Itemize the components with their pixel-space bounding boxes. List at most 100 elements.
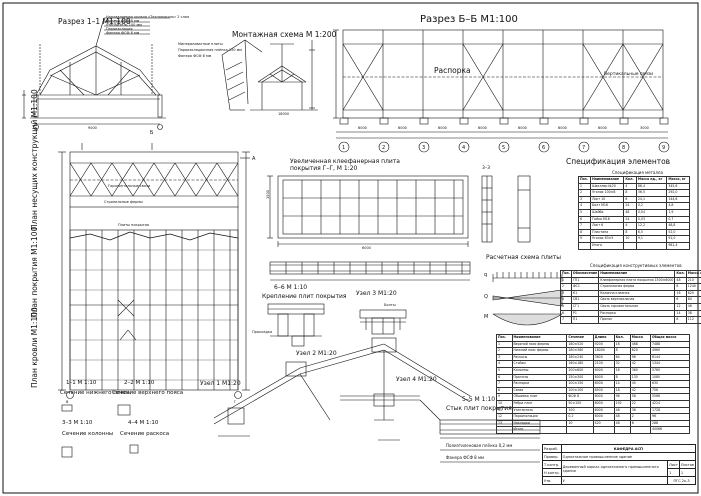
spec-materials-cell (566, 426, 594, 434)
label-horizontal-ties: Горизонтальные связи (108, 184, 151, 188)
axis-3: 3 (422, 145, 426, 151)
label-plywood: Фанера ФСФ 8 мм (178, 54, 212, 58)
dim-section-width: 9000 (88, 126, 97, 130)
spec-materials-row: Итого 40066 (496, 426, 691, 434)
title-block: Разраб. КАФЕДРА АСП Провер. Одноэтажное … (542, 444, 697, 485)
spec-materials-cell: 8 (613, 373, 631, 382)
axis-b-label: Б (150, 130, 154, 136)
spec-materials-cell: 64 (613, 353, 631, 362)
stamp-role-3: Т.контр. (542, 460, 562, 469)
spec-materials-cell: Утеплитель (511, 406, 568, 415)
plate-joint-drawing (439, 419, 541, 463)
spec-materials-cell: 200×600 (566, 366, 594, 375)
spec-metal-cell: 3 (577, 195, 592, 204)
spec-materials-cell (496, 426, 513, 434)
spec-materials-cell: Итого (511, 426, 568, 434)
spec-metal-cell: Лист 10 (590, 195, 625, 204)
axis-6: 6 (542, 145, 546, 151)
spec-metal-cell: 0,7 (666, 215, 690, 224)
spec-metal-cell: 4,8 (666, 202, 690, 210)
spec-materials-cell (629, 426, 651, 434)
spec-materials-cell: Стойки (511, 360, 568, 368)
spec-materials-cell: 50×150 (566, 399, 594, 408)
spec-structural-header-cell: Обозначение (570, 270, 600, 278)
plan-roof-covering-drawing (66, 229, 242, 399)
spec-materials-cell: Пароизоляция (511, 413, 568, 421)
spec-materials-cell: 6000 (592, 406, 615, 415)
axis-a-label: A (252, 156, 256, 162)
stamp-role-1: Разраб. (542, 444, 562, 453)
spec-materials-cell: 180×360 (566, 347, 594, 355)
spec-materials-cell: 4224 (649, 399, 691, 408)
spec-structural-cell: Прогон (598, 316, 676, 324)
spec-materials-cell: 6000 (592, 413, 615, 421)
spec-metal-cell: 292,0 (666, 189, 690, 197)
spec-metal-header-cell: Масса ед., кг (635, 176, 668, 184)
spec-materials-cell: 96 (613, 393, 631, 401)
spec-materials-cell: 40066 (649, 426, 691, 434)
spec-materials-cell: 96 (649, 413, 691, 421)
spec-materials-cell: Обшивка плит (511, 393, 568, 401)
spec-materials-cell: 4 (496, 360, 513, 368)
title-sec-1-1-lower: 1–1 М 1:10 (66, 380, 97, 386)
spec-materials-cell: 3600 (592, 353, 615, 362)
stamp-sheets-total: 1 (678, 468, 697, 477)
spec-structural-header-cell: Кол. (674, 270, 687, 278)
spec-materials-cell: 8 (496, 386, 513, 395)
spec-structural-cell: 48 (674, 276, 687, 285)
spec-materials-cell: 8500 (592, 386, 615, 395)
spec-metal-cell: 5 (577, 208, 592, 217)
spec-metal-cell: 0,04 (635, 208, 668, 217)
spec-materials-cell: 14 (613, 380, 631, 388)
label-bracing: Распорка (434, 66, 471, 75)
title-sec-brace: Сечение раскоса (120, 431, 170, 437)
stamp-department: КАФЕДРА АСП (560, 444, 697, 453)
spec-materials-cell: 16 (613, 366, 631, 375)
spec-metal-cell: 6 (577, 215, 592, 224)
label-film-1: Пароизоляционная плёнка 150 мм (178, 48, 242, 52)
stamp-role-2: Провер. (542, 452, 562, 461)
spec-materials-header-cell: Кол. (613, 334, 631, 342)
roof-layer-5: Фанера ФСФ 8 мм (106, 31, 140, 35)
spec-metal-cell: 0,03 (635, 215, 668, 224)
spec-structural-cell: 84 (685, 296, 701, 304)
spec-materials-cell: 42 (629, 386, 651, 395)
spec-metal-cell: 10 (623, 235, 637, 243)
spec-materials-cell: 36 (629, 406, 651, 415)
spec-materials-cell: 11 (496, 406, 513, 415)
dim-bay-1: 6000 (358, 126, 367, 130)
spec-metal-cell: 9 (577, 235, 592, 243)
spec-materials-cell: 96 (629, 353, 651, 362)
spec-materials-cell (613, 426, 631, 434)
spec-materials-cell: 2 (629, 413, 651, 421)
spec-structural-cell: 210 (685, 276, 701, 285)
spec-metal-header-cell: Кол. (623, 176, 637, 184)
spec-materials-cell: 13 (496, 419, 513, 428)
stamp-stage: У (560, 476, 669, 485)
label-vertical-ties: Вертикальные связи (604, 72, 654, 77)
spec-materials-cell: 180×520 (566, 340, 594, 349)
spec-materials-cell: 3 (496, 353, 513, 362)
spec-structural-cell: 112 (685, 316, 701, 324)
spec-metal-header-cell: Наименование (590, 176, 625, 184)
dim-span-mounting: 18000 (278, 112, 290, 116)
spec-metal-cell: 48 (623, 208, 637, 217)
spec-metal-cell: 7 (577, 222, 592, 230)
stamp-sheet-no: 1 (667, 468, 680, 477)
spec-materials-header-cell: Масса (629, 334, 651, 342)
spec-metal-cell: 1 (577, 182, 592, 191)
label-truss-struts: Стропильные фермы (104, 200, 143, 204)
stamp-role-4: Н.контр. (542, 468, 562, 477)
dim-bay-6: 6000 (558, 126, 567, 130)
spec-metal-cell: 86,4 (635, 182, 668, 191)
spec-metal-cell: 52,0 (666, 228, 690, 237)
spec-structural-cell: 14 (674, 309, 687, 318)
title-enlarged-plate: Увеличенная клеефанерная плита покрытия … (290, 158, 400, 172)
